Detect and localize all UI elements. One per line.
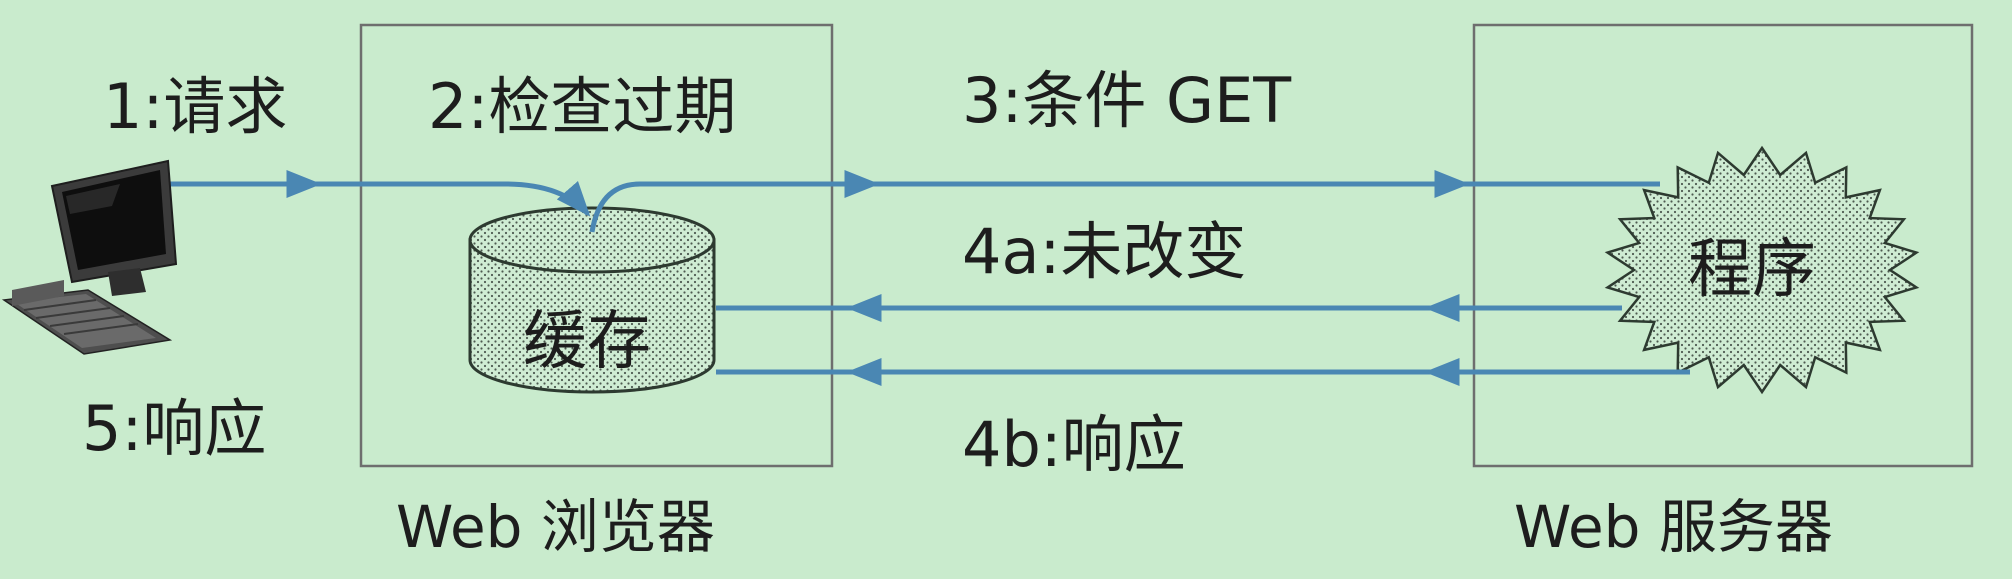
cache-cylinder bbox=[468, 206, 716, 394]
step3-label: 3:条件 GET bbox=[962, 64, 1292, 137]
browser-box bbox=[359, 23, 834, 468]
program-label: 程序 bbox=[1688, 233, 1816, 307]
request-arrow bbox=[170, 170, 591, 217]
browser-caption: Web 浏览器 bbox=[396, 493, 715, 561]
step5-label: 5:响应 bbox=[82, 392, 267, 465]
cache-label: 缓存 bbox=[523, 305, 651, 379]
step4a-label: 4a:未改变 bbox=[962, 215, 1247, 288]
server-caption: Web 服务器 bbox=[1514, 493, 1833, 561]
step4b-label: 4b:响应 bbox=[962, 408, 1186, 481]
desktop-computer-icon bbox=[1, 159, 178, 355]
step2-label: 2:检查过期 bbox=[428, 70, 737, 143]
step1-label: 1:请求 bbox=[103, 70, 288, 143]
server-box bbox=[1472, 23, 1974, 468]
conditional-get-arrow bbox=[589, 170, 1660, 233]
program-starburst bbox=[1604, 145, 1920, 395]
